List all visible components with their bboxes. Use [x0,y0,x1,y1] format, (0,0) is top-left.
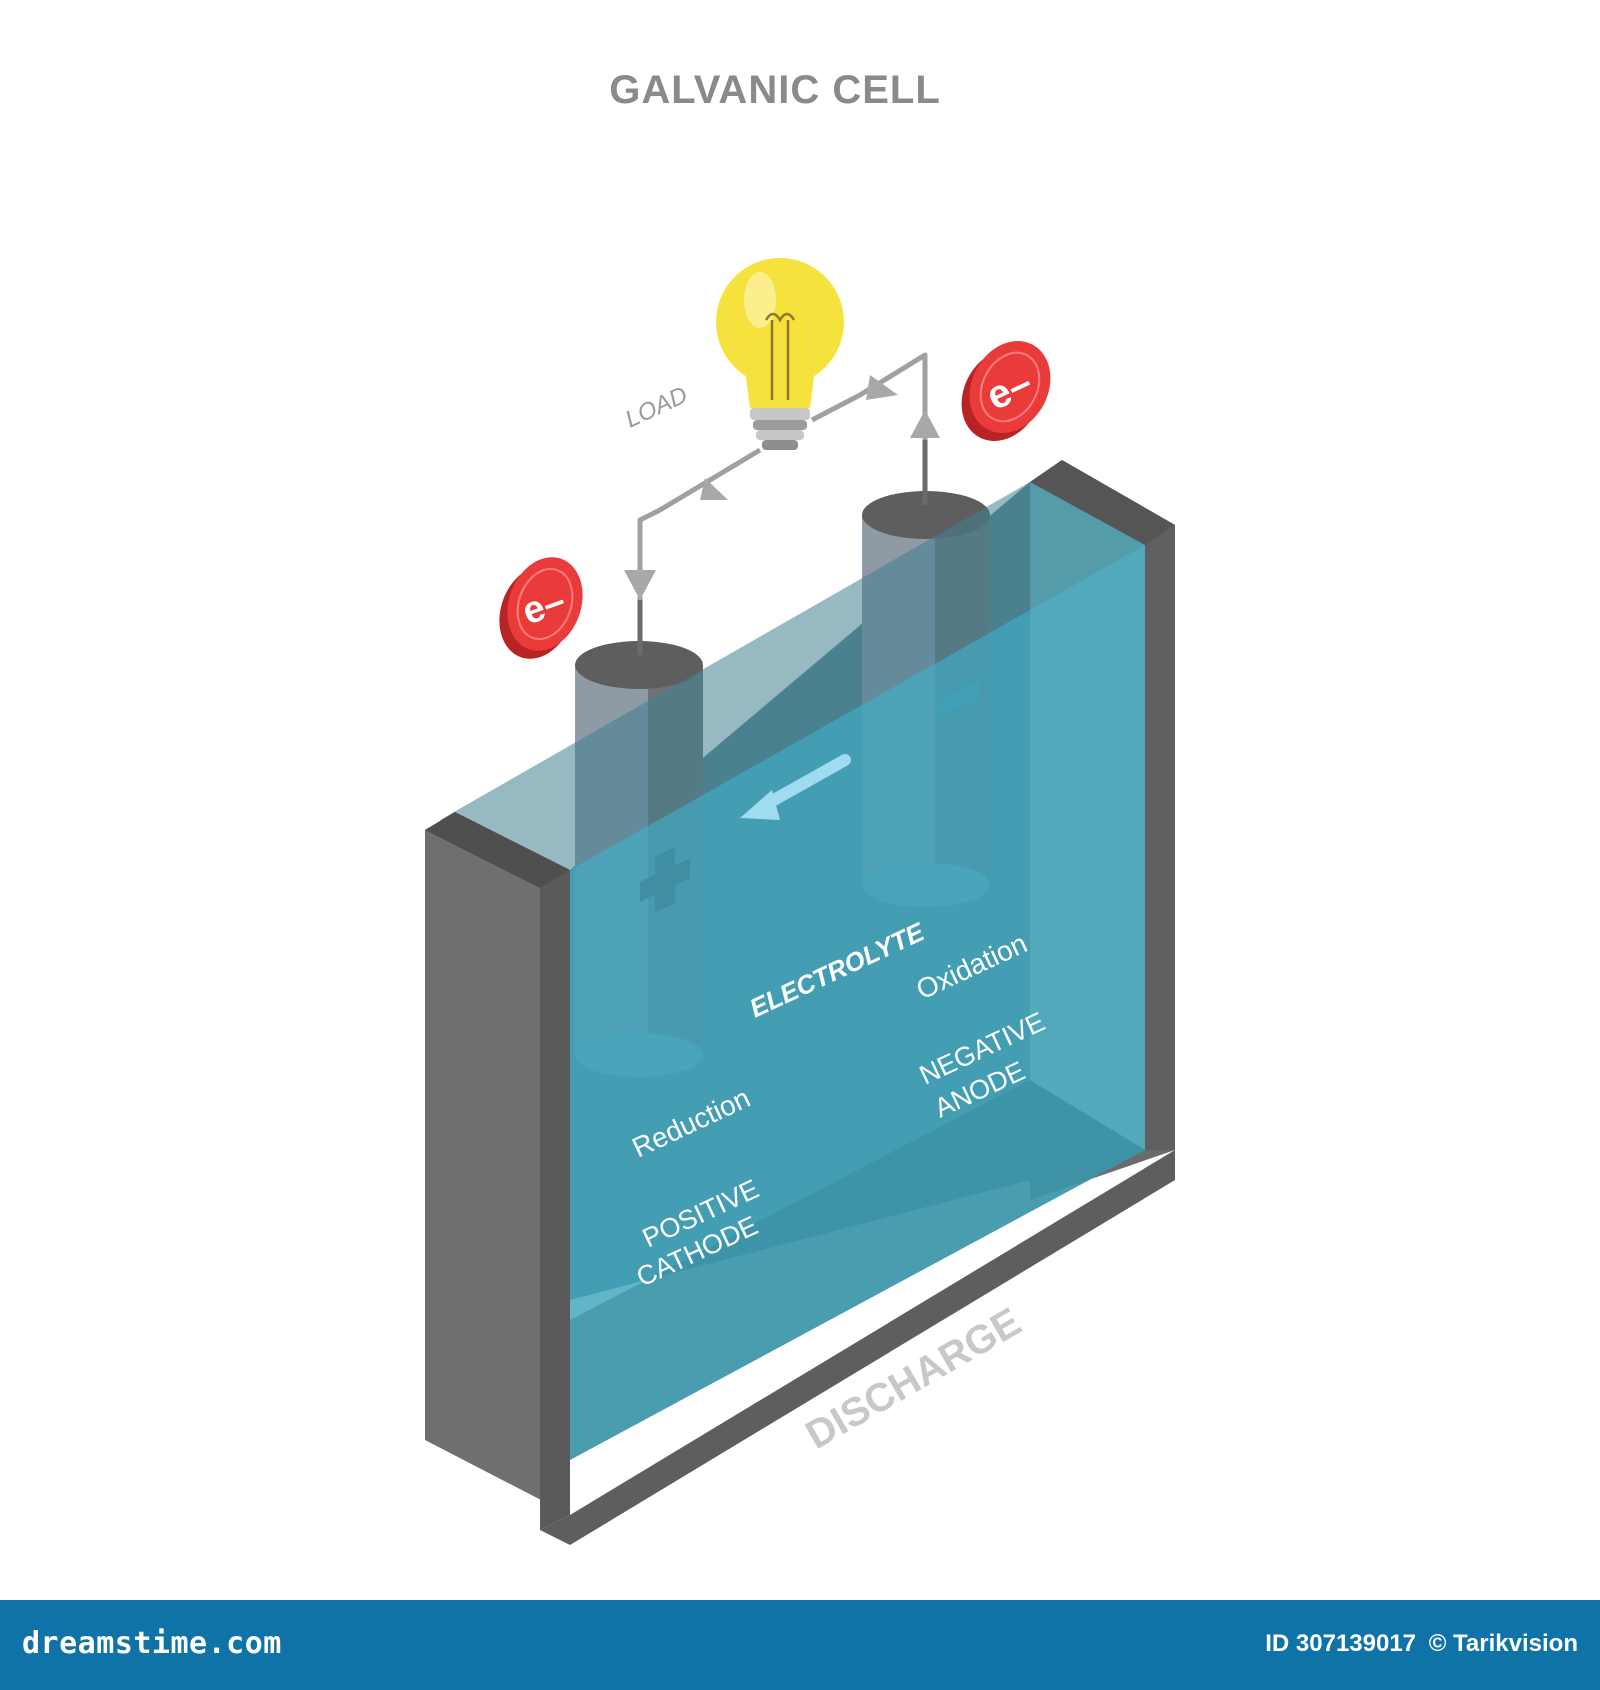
load-label: LOAD [621,381,692,433]
plus-sign-icon [640,847,690,913]
footer-image-id: ID 307139017 [1265,1630,1417,1657]
arrow-left-top [866,375,898,400]
ion-flow-arrow [740,754,851,820]
footer-brand[interactable]: dreamstime.com [22,1626,282,1661]
diagram-title: GALVANIC CELL [609,68,941,112]
container-front-post [425,525,1175,1545]
electrolyte-surface [440,482,1145,870]
current-arrows [624,375,940,600]
arrow-down-left [624,570,656,600]
galvanic-cell-diagram: LOAD e– e– [425,258,1175,1545]
electron-right-icon: e– [961,341,1051,441]
arrow-left-mid [700,478,728,500]
electron-left-icon: e– [499,557,583,659]
footer-author[interactable]: © Tarikvision [1428,1630,1578,1657]
electrolyte-liquid [570,545,1145,1460]
footer-credit: ID 307139017 © Tarikvision [1265,1630,1578,1658]
diagram-stage: GALVANIC CELL LOAD [425,68,1175,1545]
arrow-up-right [910,410,940,438]
light-bulb-icon [716,258,844,450]
stock-footer-bar: dreamstime.com ID 307139017 © Tarikvisio… [0,1600,1600,1690]
